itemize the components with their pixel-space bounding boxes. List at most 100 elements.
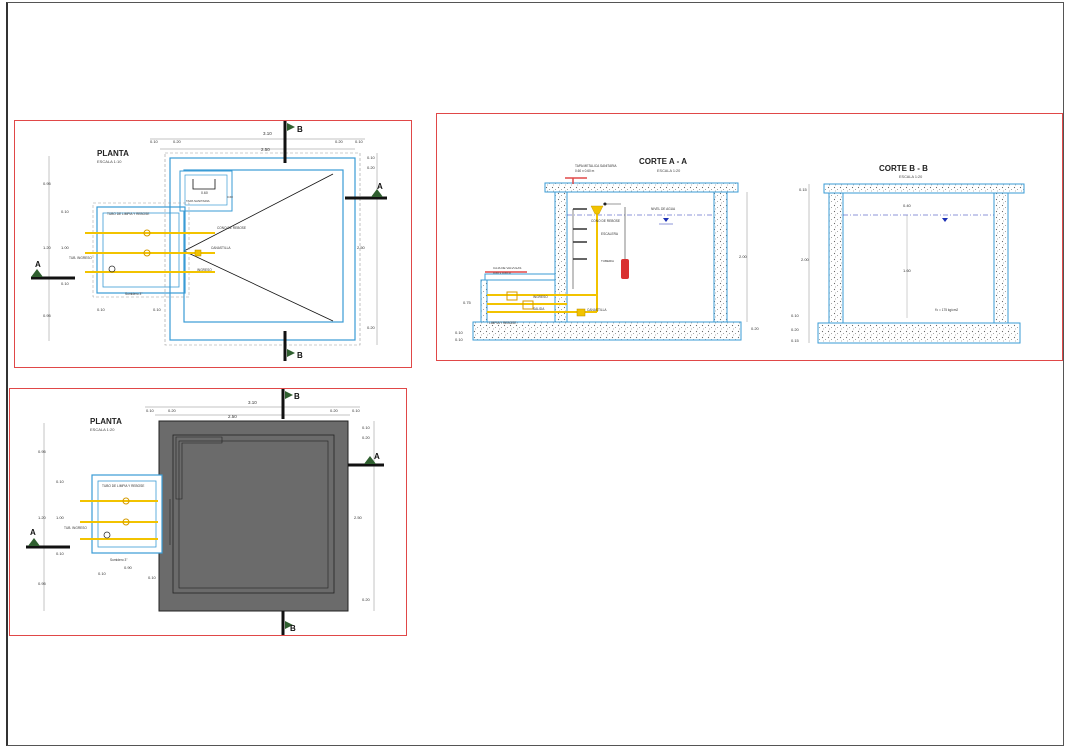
panel-plan-2: PLANTA ESCALA 1:20 0.10 0.20 3.10 2.50 0…	[9, 388, 407, 636]
plan-1-dim-left-4: 1.20	[43, 245, 52, 250]
corte-a-label-nivel: NIVEL DE AGUA	[651, 207, 676, 211]
plan-1-label-tubo-limpia: TUBO DE LIMPIA Y REBOSE	[107, 212, 149, 216]
plan-1-tapa-dim: 0.60	[201, 191, 208, 195]
corte-b-dim-3: 0.10	[791, 313, 800, 318]
corte-b-label-bl: 0.40	[903, 203, 912, 208]
plan-1-dim-bottom-2: 0.10	[153, 307, 162, 312]
sections-drawing: CORTE A - A ESCALA 1:20	[455, 157, 1025, 344]
corte-a-label-cono: CONO DE REBOSE	[591, 219, 620, 223]
plan-2-section-a-left: A	[30, 528, 36, 537]
plan-2-dim-left-2: 0.10	[56, 479, 65, 484]
corte-b-water-level-icon	[942, 218, 948, 222]
sheet-border	[6, 2, 1064, 746]
plan-2-dim-top-2: 0.20	[168, 408, 177, 413]
plan-1-drain-icon	[108, 265, 116, 273]
plan-2-drain-icon	[103, 531, 111, 539]
plan-2-label-tubo-limpia: TUBO DE LIMPIA Y REBOSE	[102, 484, 144, 488]
plan-1-dim-left-2: 0.10	[61, 209, 70, 214]
plan-1-dim-top-3: 3.10	[263, 131, 272, 136]
corte-a-dim-4: 0.10	[455, 330, 464, 335]
plan-1-dim-top-6: 0.10	[355, 139, 364, 144]
corte-a-scale: ESCALA 1:20	[657, 169, 680, 173]
plan-2-title: PLANTA	[90, 417, 122, 426]
plan-1-title: PLANTA	[97, 149, 129, 158]
corte-a-dim-3: 0.75	[463, 300, 472, 305]
panel-plan-1: PLANTA ESCALA 1:10 0.10 0.20 3.10 2.50 0…	[14, 120, 412, 368]
plan-2-dim-bottom-1: 0.10	[98, 571, 107, 576]
corte-b-scale: ESCALA 1:20	[899, 175, 922, 179]
plan-2-dim-top-1: 0.10	[146, 408, 155, 413]
corte-a-label-limpia: LIMPIA Y REBOSE	[489, 321, 516, 325]
plan-2-dim-bottom-3: 0.10	[148, 575, 157, 580]
corte-a-label-ingreso: INGRESO	[533, 295, 548, 299]
plan-2-section-a-right: A	[374, 452, 380, 461]
plan-2-drawing: PLANTA ESCALA 1:20 0.10 0.20 3.10 2.50 0…	[26, 389, 384, 635]
plan-2-dim-left-1: 0.95	[38, 449, 47, 454]
plan-1-dim-top-4: 2.50	[261, 147, 270, 152]
plan-2-dim-top-4: 2.50	[228, 414, 237, 419]
corte-a-label-salida: SALIDA	[533, 307, 545, 311]
plan-2-dim-top-6: 0.10	[352, 408, 361, 413]
corte-a-label-tapa-dim: 0.60 x 0.60 m	[575, 169, 595, 173]
plan-1-tapa-size: 0.60	[227, 195, 233, 199]
plan-1-label-tub-ingreso: TUB. INGRESO	[69, 256, 92, 260]
plan-2-dim-top-3: 3.10	[248, 400, 257, 405]
plan-2-scale: ESCALA 1:20	[90, 427, 115, 432]
corte-a-label-tapa: TAPA METALICA SANITARIA	[575, 164, 617, 168]
corte-a-dim-5: 0.10	[455, 337, 464, 342]
corte-a-dim-2: 0.20	[751, 326, 760, 331]
plan-2-dim-left-3: 1.00	[56, 515, 65, 520]
plan-1-dim-right-3: 2.50	[357, 245, 366, 250]
corte-b-title: CORTE B - B	[879, 164, 928, 173]
corte-a-title: CORTE A - A	[639, 157, 687, 166]
plan-1-drawing: PLANTA ESCALA 1:10 0.10 0.20 3.10 2.50 0…	[31, 121, 387, 361]
plan-1-dim-top-5: 0.20	[335, 139, 344, 144]
plan-2-dim-top-5: 0.20	[330, 408, 339, 413]
plan-1-dim-right-2: 0.20	[367, 165, 376, 170]
plan-1-dim-top-1: 0.10	[150, 139, 159, 144]
corte-b-dim-1: 0.15	[799, 187, 808, 192]
plan-2-dim-left-4: 1.20	[38, 515, 47, 520]
plan-2-section-b-bottom: B	[290, 624, 296, 633]
corte-a-water-level-icon	[663, 218, 669, 222]
plan-1-label-cono: CONO DE REBOSE	[217, 226, 246, 230]
plan-1-dim-right-1: 0.10	[367, 155, 376, 160]
plan-2-dim-left-6: 0.95	[38, 581, 47, 586]
plan-1-section-b-top: B	[297, 125, 303, 134]
plan-1-label-sumidero: Sumidero 3"	[125, 292, 142, 296]
plan-1-dim-left-3: 1.00	[61, 245, 70, 250]
corte-a-label-caja-dim: 0.60 x 0.60 m	[493, 271, 512, 275]
corte-a-label-canastilla: CANASTILLA	[587, 308, 607, 312]
plan-2-dim-right-3: 2.50	[354, 515, 363, 520]
corte-b-dim-2: 2.00	[801, 257, 810, 262]
plan-1-dim-left-5: 0.10	[61, 281, 70, 286]
plan-1-dim-left-6: 0.95	[43, 313, 52, 318]
panel-sections: CORTE A - A ESCALA 1:20	[436, 113, 1063, 361]
plan-1-label-ingreso: INGRESO	[197, 268, 212, 272]
plan-1-section-b-bottom: B	[297, 351, 303, 360]
plan-2-dim-right-1: 0.10	[362, 425, 371, 430]
plan-1-section-a-left: A	[35, 260, 41, 269]
plan-1-dim-bottom-1: 0.10	[97, 307, 106, 312]
corte-a-label-caja: CAJA DE VALVULAS	[493, 266, 521, 270]
plan-1-scale: ESCALA 1:10	[97, 159, 122, 164]
plan-2-dim-left-5: 0.10	[56, 551, 65, 556]
corte-b-dim-5: 0.15	[791, 338, 800, 343]
plan-1-dim-top-2: 0.20	[173, 139, 182, 144]
plan-1-dim-right-4: 0.20	[367, 325, 376, 330]
plan-2-section-b-top: B	[294, 392, 300, 401]
plan-1-dim-left-1: 0.95	[43, 181, 52, 186]
plan-1-tapa-label: TAPA SANITARIA	[186, 199, 210, 203]
plan-2-label-sumidero: Sumidero 3"	[110, 558, 127, 562]
corte-b-label-h: 1.60	[903, 268, 912, 273]
corte-a-dim-1: 2.00	[739, 254, 748, 259]
corte-a-label-escalera: ESCALERA	[601, 232, 619, 236]
corte-b-label-fc: f'c = 175 kg/cm2	[935, 308, 958, 312]
corte-a-label-tuberia: TUBERIA	[601, 259, 614, 263]
plan-2-label-tub-ingreso: TUB. INGRESO	[64, 526, 87, 530]
corte-b-dim-4: 0.20	[791, 327, 800, 332]
plan-1-label-canastilla: CANASTILLA	[211, 246, 231, 250]
plan-2-dim-right-2: 0.20	[362, 435, 371, 440]
plan-2-dim-right-4: 0.20	[362, 597, 371, 602]
